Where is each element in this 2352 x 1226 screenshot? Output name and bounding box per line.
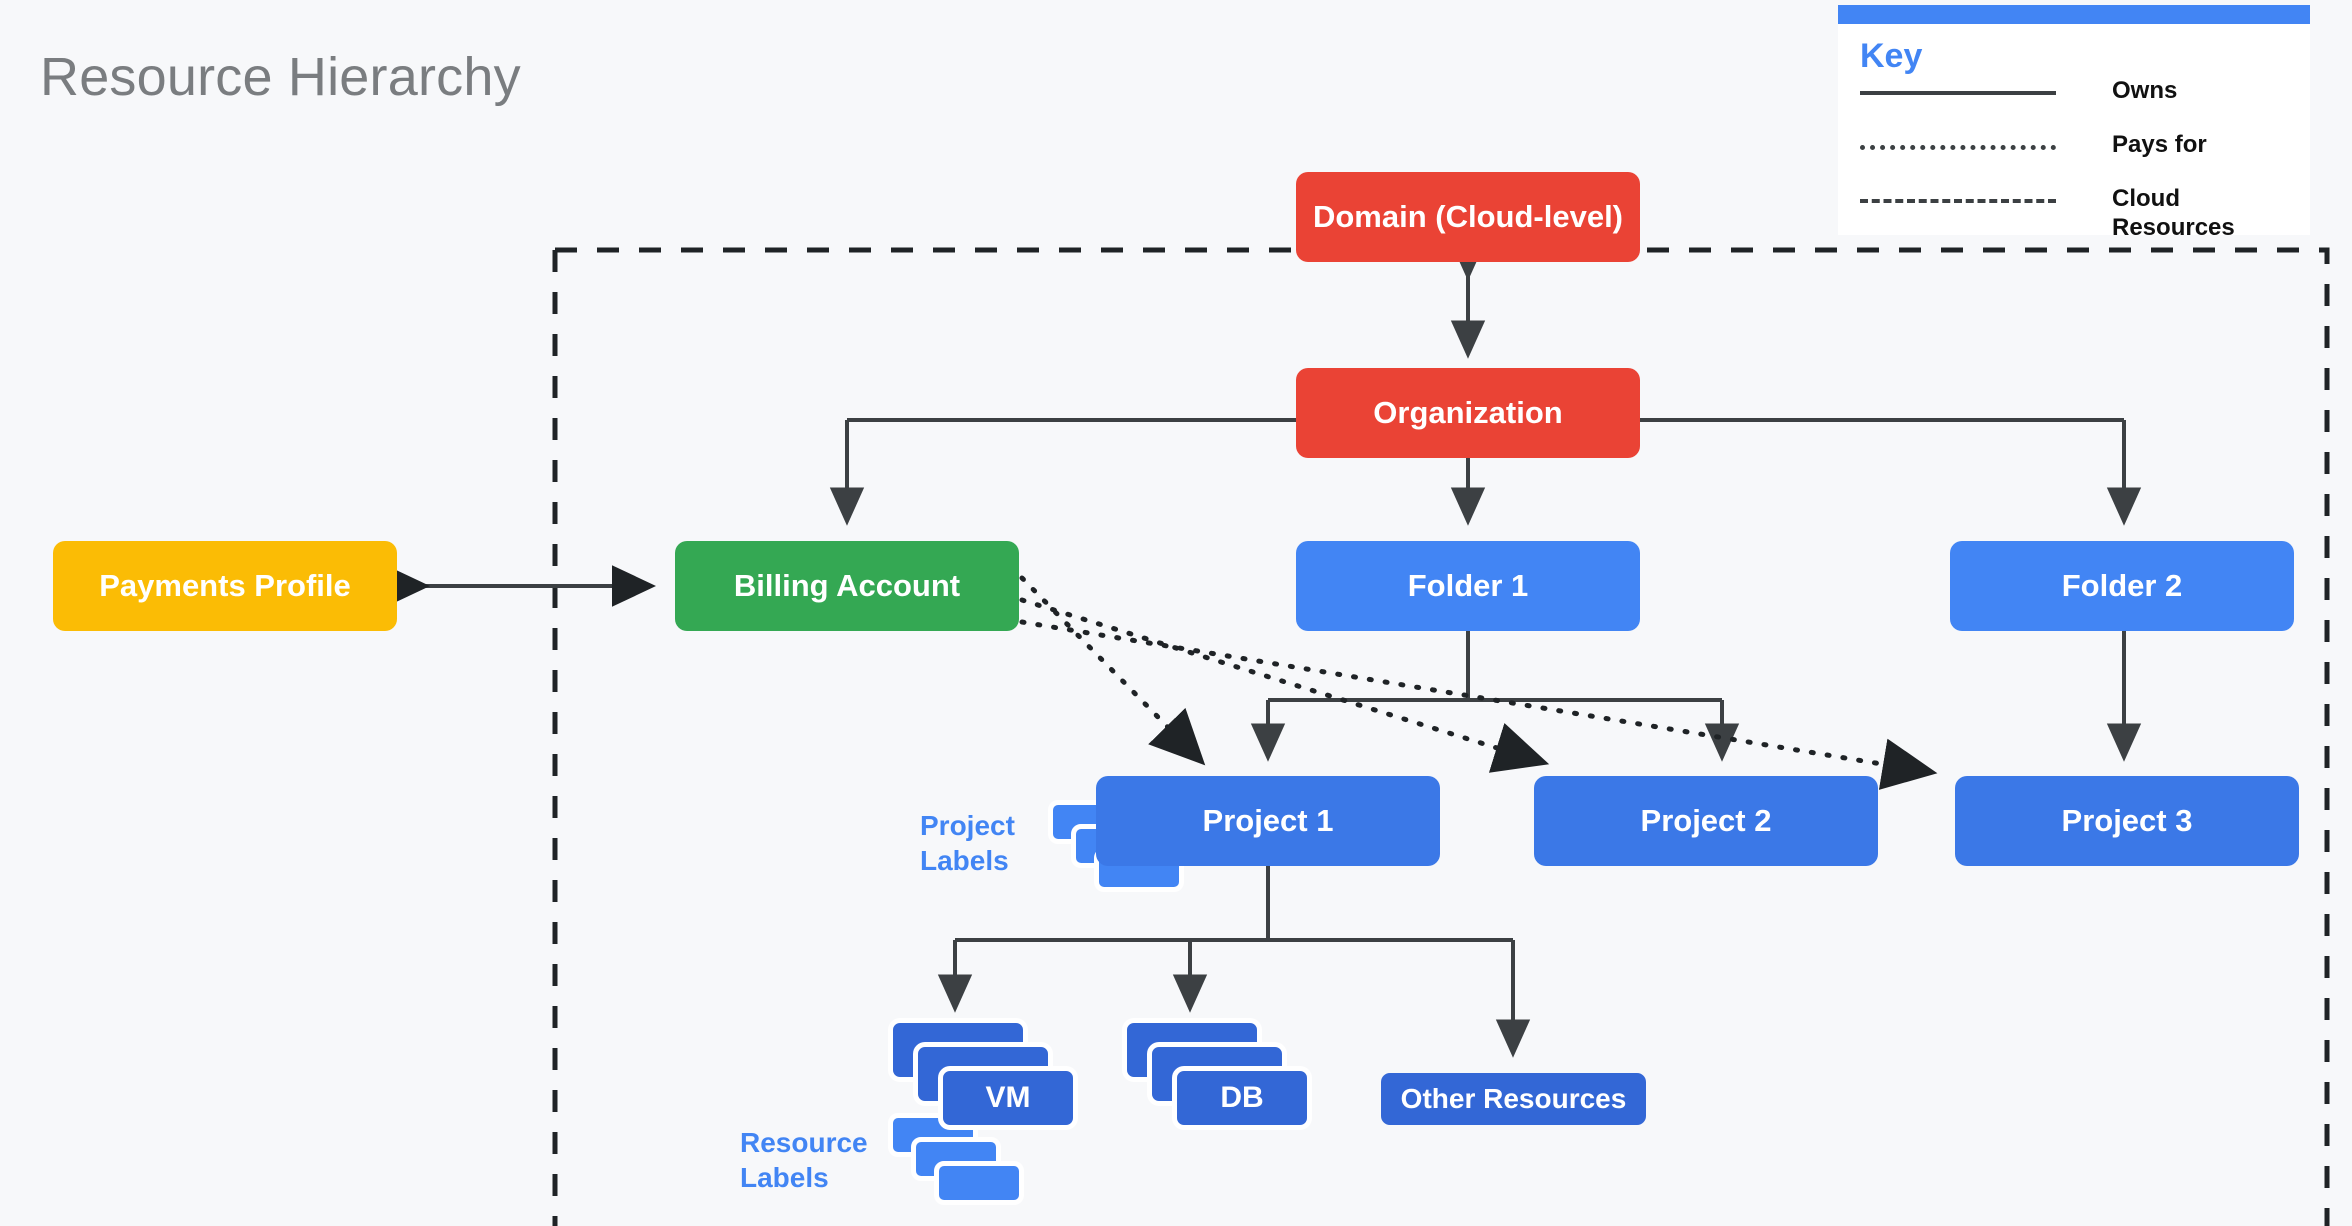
node-billing-account[interactable]: Billing Account	[675, 541, 1019, 631]
node-project-2[interactable]: Project 2	[1534, 776, 1878, 866]
project-labels-annotation: Project Labels	[920, 810, 1015, 876]
key-accent-bar	[1838, 5, 2310, 24]
key-row-cloud-resources: Cloud Resources	[1860, 185, 2290, 241]
node-project-3[interactable]: Project 3	[1955, 776, 2299, 866]
resource-label-tag-3	[934, 1161, 1024, 1205]
node-domain[interactable]: Domain (Cloud-level)	[1296, 172, 1640, 262]
key-legend: Key Owns Pays for Cloud Resources	[1838, 5, 2310, 241]
node-other-resources[interactable]: Other Resources	[1376, 1068, 1651, 1130]
node-folder-1[interactable]: Folder 1	[1296, 541, 1640, 631]
key-row-owns: Owns	[1860, 77, 2290, 119]
edge-folder1-projects	[1250, 631, 1740, 762]
key-label-pays-for: Pays for	[2112, 131, 2207, 158]
solid-line-icon	[1860, 91, 2056, 95]
key-label-owns: Owns	[2112, 77, 2178, 104]
node-db[interactable]: DB	[1172, 1066, 1312, 1130]
dotted-line-icon	[1860, 145, 2056, 150]
node-project-1[interactable]: Project 1	[1096, 776, 1440, 866]
node-vm[interactable]: VM	[938, 1066, 1078, 1130]
key-title: Key	[1860, 37, 1923, 75]
key-row-pays-for: Pays for	[1860, 131, 2290, 173]
resource-labels-annotation: Resource Labels	[740, 1127, 868, 1193]
key-label-cloud-resources: Cloud Resources	[2112, 185, 2235, 241]
node-organization[interactable]: Organization	[1296, 368, 1640, 458]
node-folder-2[interactable]: Folder 2	[1950, 541, 2294, 631]
dashed-line-icon	[1860, 199, 2056, 203]
node-payments-profile[interactable]: Payments Profile	[53, 541, 397, 631]
page-title: Resource Hierarchy	[40, 47, 521, 107]
